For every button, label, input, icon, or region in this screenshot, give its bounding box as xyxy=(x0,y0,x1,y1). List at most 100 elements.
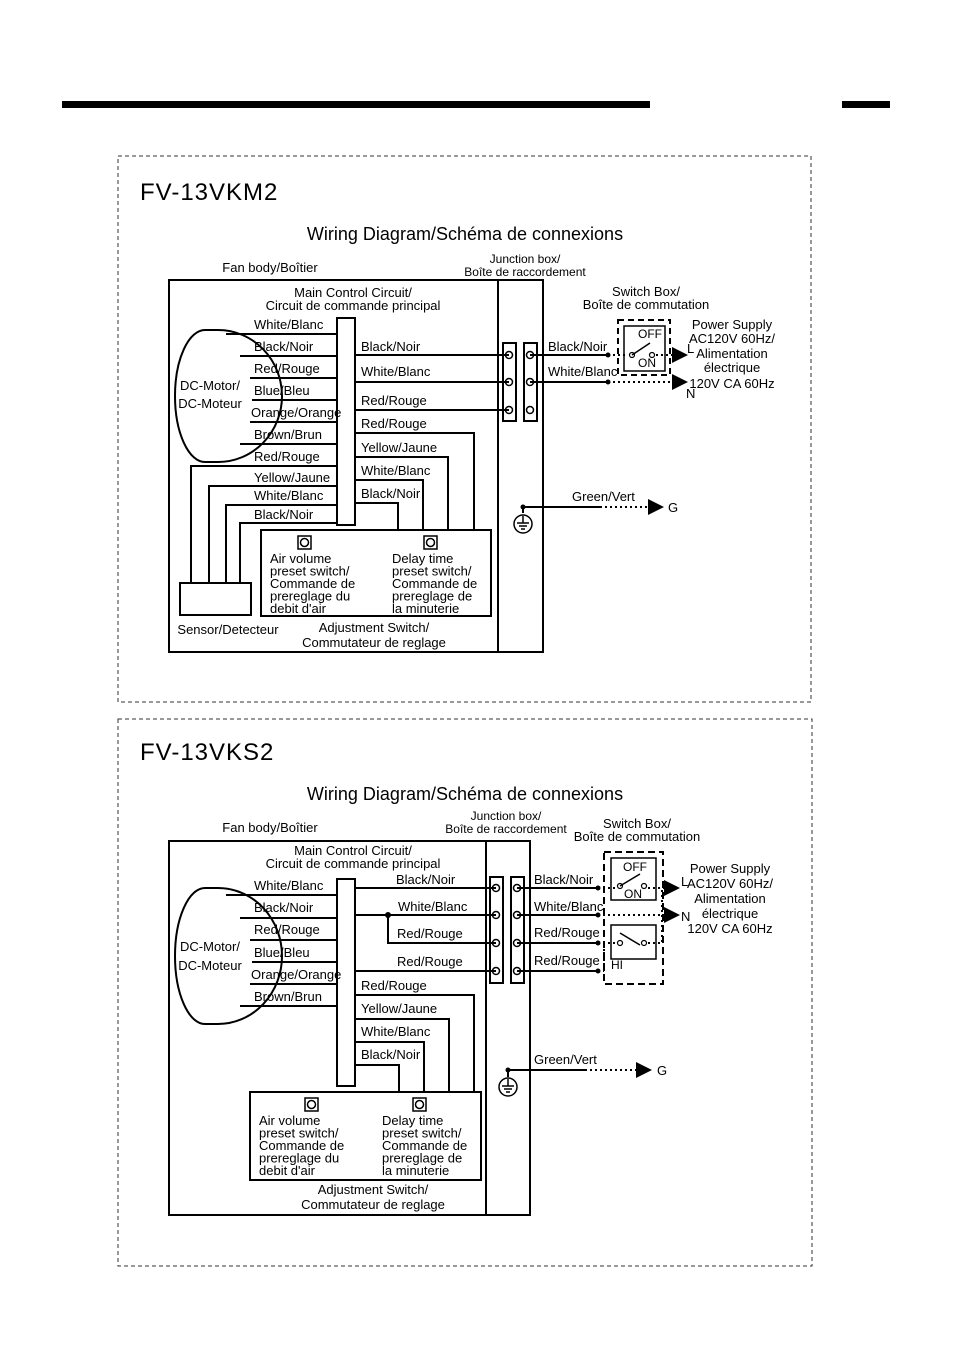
model-title: FV-13VKS2 xyxy=(140,739,274,766)
delay-time-text: la minuterie xyxy=(392,601,459,616)
power-supply-text: AC120V 60Hz/ xyxy=(689,331,775,346)
sensor xyxy=(179,582,252,616)
delay-time-text: Commande de xyxy=(392,576,477,591)
air-volume-text: Air volume xyxy=(270,551,331,566)
wire-label: Brown/Brun xyxy=(254,989,322,1004)
wire-label: White/Blanc xyxy=(254,317,324,332)
switch-box-label-1: Switch Box/ xyxy=(612,284,680,299)
switch-off-label: OFF xyxy=(638,327,662,341)
air-volume-text: Air volume xyxy=(259,1113,320,1128)
wire-label: White/Blanc xyxy=(361,364,431,379)
power-supply-text: 120V CA 60Hz xyxy=(687,921,772,936)
wire-label: Red/Rouge xyxy=(361,393,427,408)
dial-icon xyxy=(425,537,436,548)
switch-box-label-1: Switch Box/ xyxy=(603,816,671,831)
diagram-fv-13vkm2: FV-13VKM2 Wiring Diagram/Schéma de conne… xyxy=(117,155,812,703)
power-supply-text: Power Supply xyxy=(690,861,771,876)
line-n: N xyxy=(686,386,695,401)
switch-hi xyxy=(610,924,657,960)
sensor-label: Sensor/Detecteur xyxy=(177,622,279,637)
dc-motor xyxy=(174,887,283,1025)
delay-time-text: Commande de xyxy=(382,1138,467,1153)
junction-box-label-1: Junction box/ xyxy=(471,809,542,823)
wire-label: Yellow/Jaune xyxy=(361,440,437,455)
switch-hi-label: HI xyxy=(611,958,623,972)
main-control-circuit xyxy=(336,317,356,526)
dial-icon xyxy=(304,1097,319,1112)
wire-label: Red/Rouge xyxy=(254,922,320,937)
junction-dot xyxy=(385,912,391,918)
wire-label: White/Blanc xyxy=(534,899,604,914)
power-supply-text: Alimentation xyxy=(694,891,766,906)
wire-label: Blue/Bleu xyxy=(254,945,310,960)
junction-box xyxy=(485,840,531,1216)
diagram-title: Wiring Diagram/Schéma de connexions xyxy=(307,784,623,804)
diagram-frame xyxy=(117,155,812,703)
dial-icon xyxy=(414,1099,425,1110)
adjustment-label-2: Commutateur de reglage xyxy=(301,1197,445,1212)
main-circuit-label-1: Main Control Circuit/ xyxy=(294,285,412,300)
header-rule-left xyxy=(62,101,650,108)
air-volume-text: debit d'air xyxy=(270,601,327,616)
delay-time-text: preset switch/ xyxy=(382,1126,462,1141)
junction-dot xyxy=(605,352,611,358)
delay-time-text: Delay time xyxy=(392,551,453,566)
junction-box-label-1: Junction box/ xyxy=(490,252,561,266)
junction-box-label-2: Boîte de raccordement xyxy=(445,822,567,836)
dial-icon xyxy=(412,1097,427,1112)
delay-time-text: prereglage de xyxy=(382,1151,462,1166)
motor-label-1: DC-Motor/ xyxy=(180,378,240,393)
wire-label: Brown/Brun xyxy=(254,427,322,442)
wire-label: Black/Noir xyxy=(548,339,608,354)
air-volume-text: prereglage du xyxy=(259,1151,339,1166)
wire-label: Red/Rouge xyxy=(397,926,463,941)
wire-label: Black/Noir xyxy=(361,486,421,501)
delay-time-text: la minuterie xyxy=(382,1163,449,1178)
wire-label: Orange/Orange xyxy=(251,967,341,982)
terminal-block-right xyxy=(510,876,525,984)
wire-label: White/Blanc xyxy=(254,878,324,893)
switch-on-label: ON xyxy=(624,887,642,901)
power-supply-text: Power Supply xyxy=(692,317,773,332)
wire-label: Blue/Bleu xyxy=(254,383,310,398)
model-title: FV-13VKM2 xyxy=(140,179,278,206)
wire-label: Black/Noir xyxy=(254,339,314,354)
wire-label: Red/Rouge xyxy=(361,978,427,993)
junction-box-label-2: Boîte de raccordement xyxy=(464,265,586,279)
line-l: L xyxy=(681,874,688,889)
wire-label: Black/Noir xyxy=(254,507,314,522)
wire-label: Red/Rouge xyxy=(254,449,320,464)
air-volume-text: prereglage du xyxy=(270,589,350,604)
motor-label-2: DC-Moteur xyxy=(178,396,242,411)
wire-label: White/Blanc xyxy=(361,463,431,478)
terminal xyxy=(525,405,535,415)
wire-label: Red/Rouge xyxy=(534,953,600,968)
power-supply-text: AC120V 60Hz/ xyxy=(687,876,773,891)
line-g: G xyxy=(668,500,678,515)
dc-motor xyxy=(174,329,283,463)
fan-body-label: Fan body/Boîtier xyxy=(222,820,318,835)
delay-time-text: preset switch/ xyxy=(392,564,472,579)
fan-body-label: Fan body/Boîtier xyxy=(222,260,318,275)
wire-label: Red/Rouge xyxy=(361,416,427,431)
ground-label: Green/Vert xyxy=(572,489,635,504)
junction-box xyxy=(497,279,544,653)
main-circuit-label-2: Circuit de commande principal xyxy=(266,298,441,313)
diagram-frame xyxy=(117,718,813,1267)
air-volume-text: debit d'air xyxy=(259,1163,316,1178)
line-l: L xyxy=(687,341,694,356)
dial-icon xyxy=(299,537,310,548)
air-volume-text: Commande de xyxy=(270,576,355,591)
motor-label-2: DC-Moteur xyxy=(178,958,242,973)
air-volume-text: preset switch/ xyxy=(270,564,350,579)
fan-body xyxy=(168,840,531,1216)
main-circuit-label-2: Circuit de commande principal xyxy=(266,856,441,871)
switch-box-label-2: Boîte de commutation xyxy=(574,829,700,844)
wire-label: Red/Rouge xyxy=(534,925,600,940)
ground-label: Green/Vert xyxy=(534,1052,597,1067)
switch-box xyxy=(603,851,664,985)
wire-label: Red/Rouge xyxy=(397,954,463,969)
switch-off-label: OFF xyxy=(623,860,647,874)
wire-label: White/Blanc xyxy=(548,364,618,379)
power-supply-text: électrique xyxy=(704,360,760,375)
